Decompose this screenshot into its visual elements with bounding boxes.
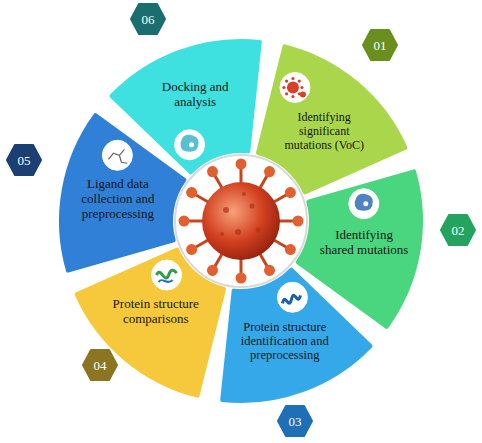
callout-number: 03 (277, 405, 313, 437)
icon-ligand (189, 142, 194, 147)
step-title: Protein structure identification and pre… (240, 320, 330, 363)
step-icon (175, 130, 205, 160)
icon-disc (277, 282, 307, 312)
icon-ligand (363, 201, 368, 206)
segment-label: Ligand data collection and preprocessing (78, 177, 158, 222)
step-segment: Identifying significant mutations (VoC) (253, 42, 410, 197)
segment-label: Identifying shared mutations (319, 228, 409, 258)
callout-number: 04 (82, 349, 118, 381)
icon-ribbon2 (159, 280, 173, 282)
step-title: Identifying shared mutations (319, 228, 409, 258)
step-number-hexagon: 02 (440, 214, 476, 246)
step-number-hexagon: 04 (82, 349, 118, 381)
icon-spike (291, 77, 294, 80)
virus-dots (220, 192, 261, 236)
virus-body (202, 182, 280, 260)
icon-helix (282, 295, 300, 303)
icon-protein (180, 135, 198, 152)
segment-fill (222, 270, 370, 401)
icon-virus (287, 81, 299, 93)
step-number-hexagon: 03 (277, 405, 313, 437)
step-number-hexagon: 05 (6, 144, 42, 176)
step-icon (152, 260, 182, 290)
callout-number: 05 (6, 144, 42, 176)
step-icon (277, 282, 307, 312)
step-title: Ligand data collection and preprocessing (78, 177, 158, 222)
step-icon (349, 189, 379, 219)
segment-label: Docking and analysis (145, 80, 245, 110)
segment-fill (112, 41, 260, 172)
icon-spike (298, 80, 301, 83)
segment-fill (258, 46, 406, 192)
hexagon-fill (363, 30, 397, 60)
virus-spikes (179, 159, 304, 284)
hexagon-fill (278, 406, 312, 436)
icon-virus-small (300, 91, 306, 97)
callout-number: 06 (130, 3, 166, 35)
step-number-hexagon: 01 (362, 29, 398, 61)
hexagon-fill (7, 145, 41, 175)
icon-molecule (108, 149, 127, 163)
icon-spike (282, 86, 285, 89)
icon-disc (152, 260, 182, 290)
icon-disc (280, 72, 310, 102)
step-segment: Docking and analysis (107, 37, 264, 177)
icon-spike (285, 92, 288, 95)
step-segment: Protein structure identification and pre… (218, 265, 375, 405)
step-title: Docking and analysis (145, 80, 245, 110)
icon-ribbon (157, 270, 177, 278)
hexagon-fill (131, 4, 165, 34)
icon-disc (349, 189, 379, 219)
center-disc (175, 155, 307, 287)
step-segment: Protein structure comparisons (72, 245, 229, 400)
step-title: Identifying significant mutations (VoC) (279, 111, 369, 152)
hexagon-fill (83, 350, 117, 380)
step-title: Protein structure comparisons (111, 297, 201, 327)
step-icon (102, 140, 132, 170)
hexagon-fill (441, 215, 475, 245)
segment-fill (77, 249, 225, 395)
segment-label: Identifying significant mutations (VoC) (279, 111, 369, 152)
icon-disc (175, 130, 205, 160)
callout-number: 02 (440, 214, 476, 246)
icon-spike (300, 86, 303, 89)
icon-spike (285, 80, 288, 83)
icon-spike (291, 95, 294, 98)
callout-number: 01 (362, 29, 398, 61)
segment-label: Protein structure identification and pre… (240, 320, 330, 363)
icon-disc (102, 140, 132, 170)
icon-protein (355, 194, 373, 211)
step-icon (280, 72, 310, 102)
step-number-hexagon: 06 (130, 3, 166, 35)
segment-label: Protein structure comparisons (111, 297, 201, 327)
